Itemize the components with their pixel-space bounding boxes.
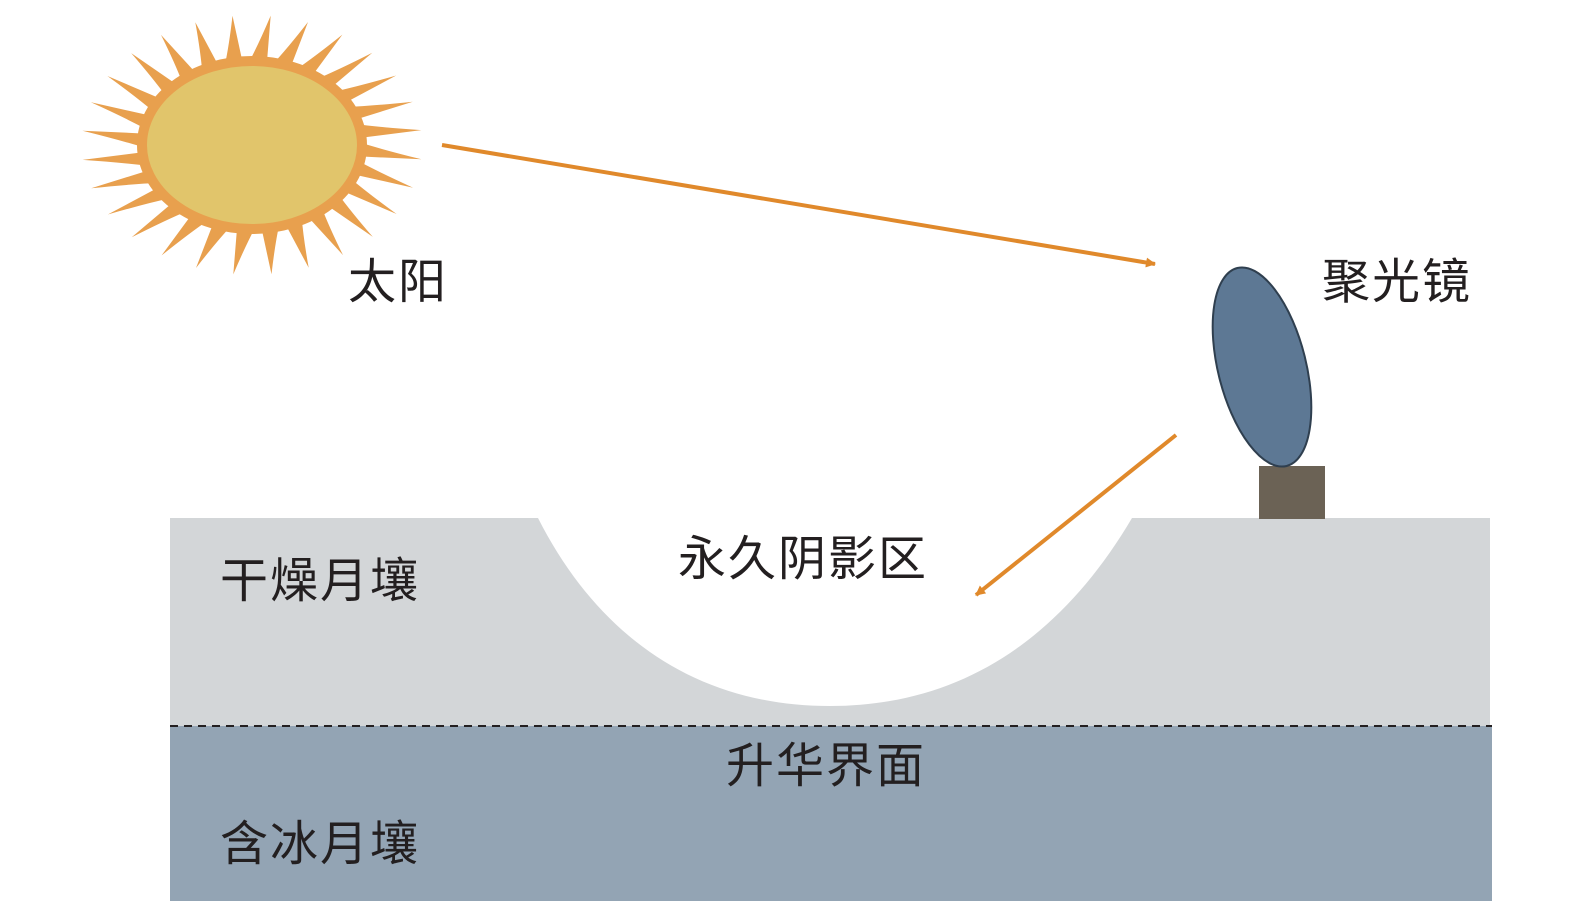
dry-regolith-label: 干燥月壤	[220, 553, 421, 609]
sun-ray	[224, 15, 244, 68]
sun-ray	[91, 169, 159, 189]
sun-icon	[82, 15, 422, 275]
icy-regolith-label: 含冰月壤	[220, 816, 421, 872]
sun-ray	[90, 102, 154, 131]
sun-ray	[233, 224, 257, 275]
sun-ray	[284, 216, 309, 268]
dry-regolith-layer	[170, 518, 1490, 726]
sun-ray	[82, 151, 151, 167]
sun-ray	[353, 123, 422, 139]
mirror-icon	[1211, 266, 1325, 519]
sun-ray	[260, 222, 280, 275]
icy-regolith-layer	[170, 726, 1492, 901]
mirror-stand	[1259, 466, 1325, 519]
sublimation-interface-label: 升华界面	[726, 738, 927, 794]
sun-ray	[271, 22, 308, 70]
reflected-light-arrow	[974, 433, 1178, 597]
sun-ray	[196, 220, 233, 268]
mirror-label: 聚光镜	[1322, 254, 1473, 310]
sun-ray	[339, 177, 397, 214]
sun-ray	[356, 141, 422, 160]
sun-ray	[107, 76, 165, 113]
sun-ray	[350, 159, 414, 188]
sun-ray	[345, 101, 413, 121]
sun-ray	[195, 22, 220, 74]
sunlight-arrow	[441, 143, 1156, 268]
mirror-dish	[1211, 266, 1313, 468]
sun-body	[137, 56, 367, 234]
sun-label: 太阳	[348, 254, 449, 310]
sun-ray	[247, 15, 271, 66]
shadow-zone-label: 永久阴影区	[678, 531, 929, 587]
sun-ray	[82, 130, 148, 149]
